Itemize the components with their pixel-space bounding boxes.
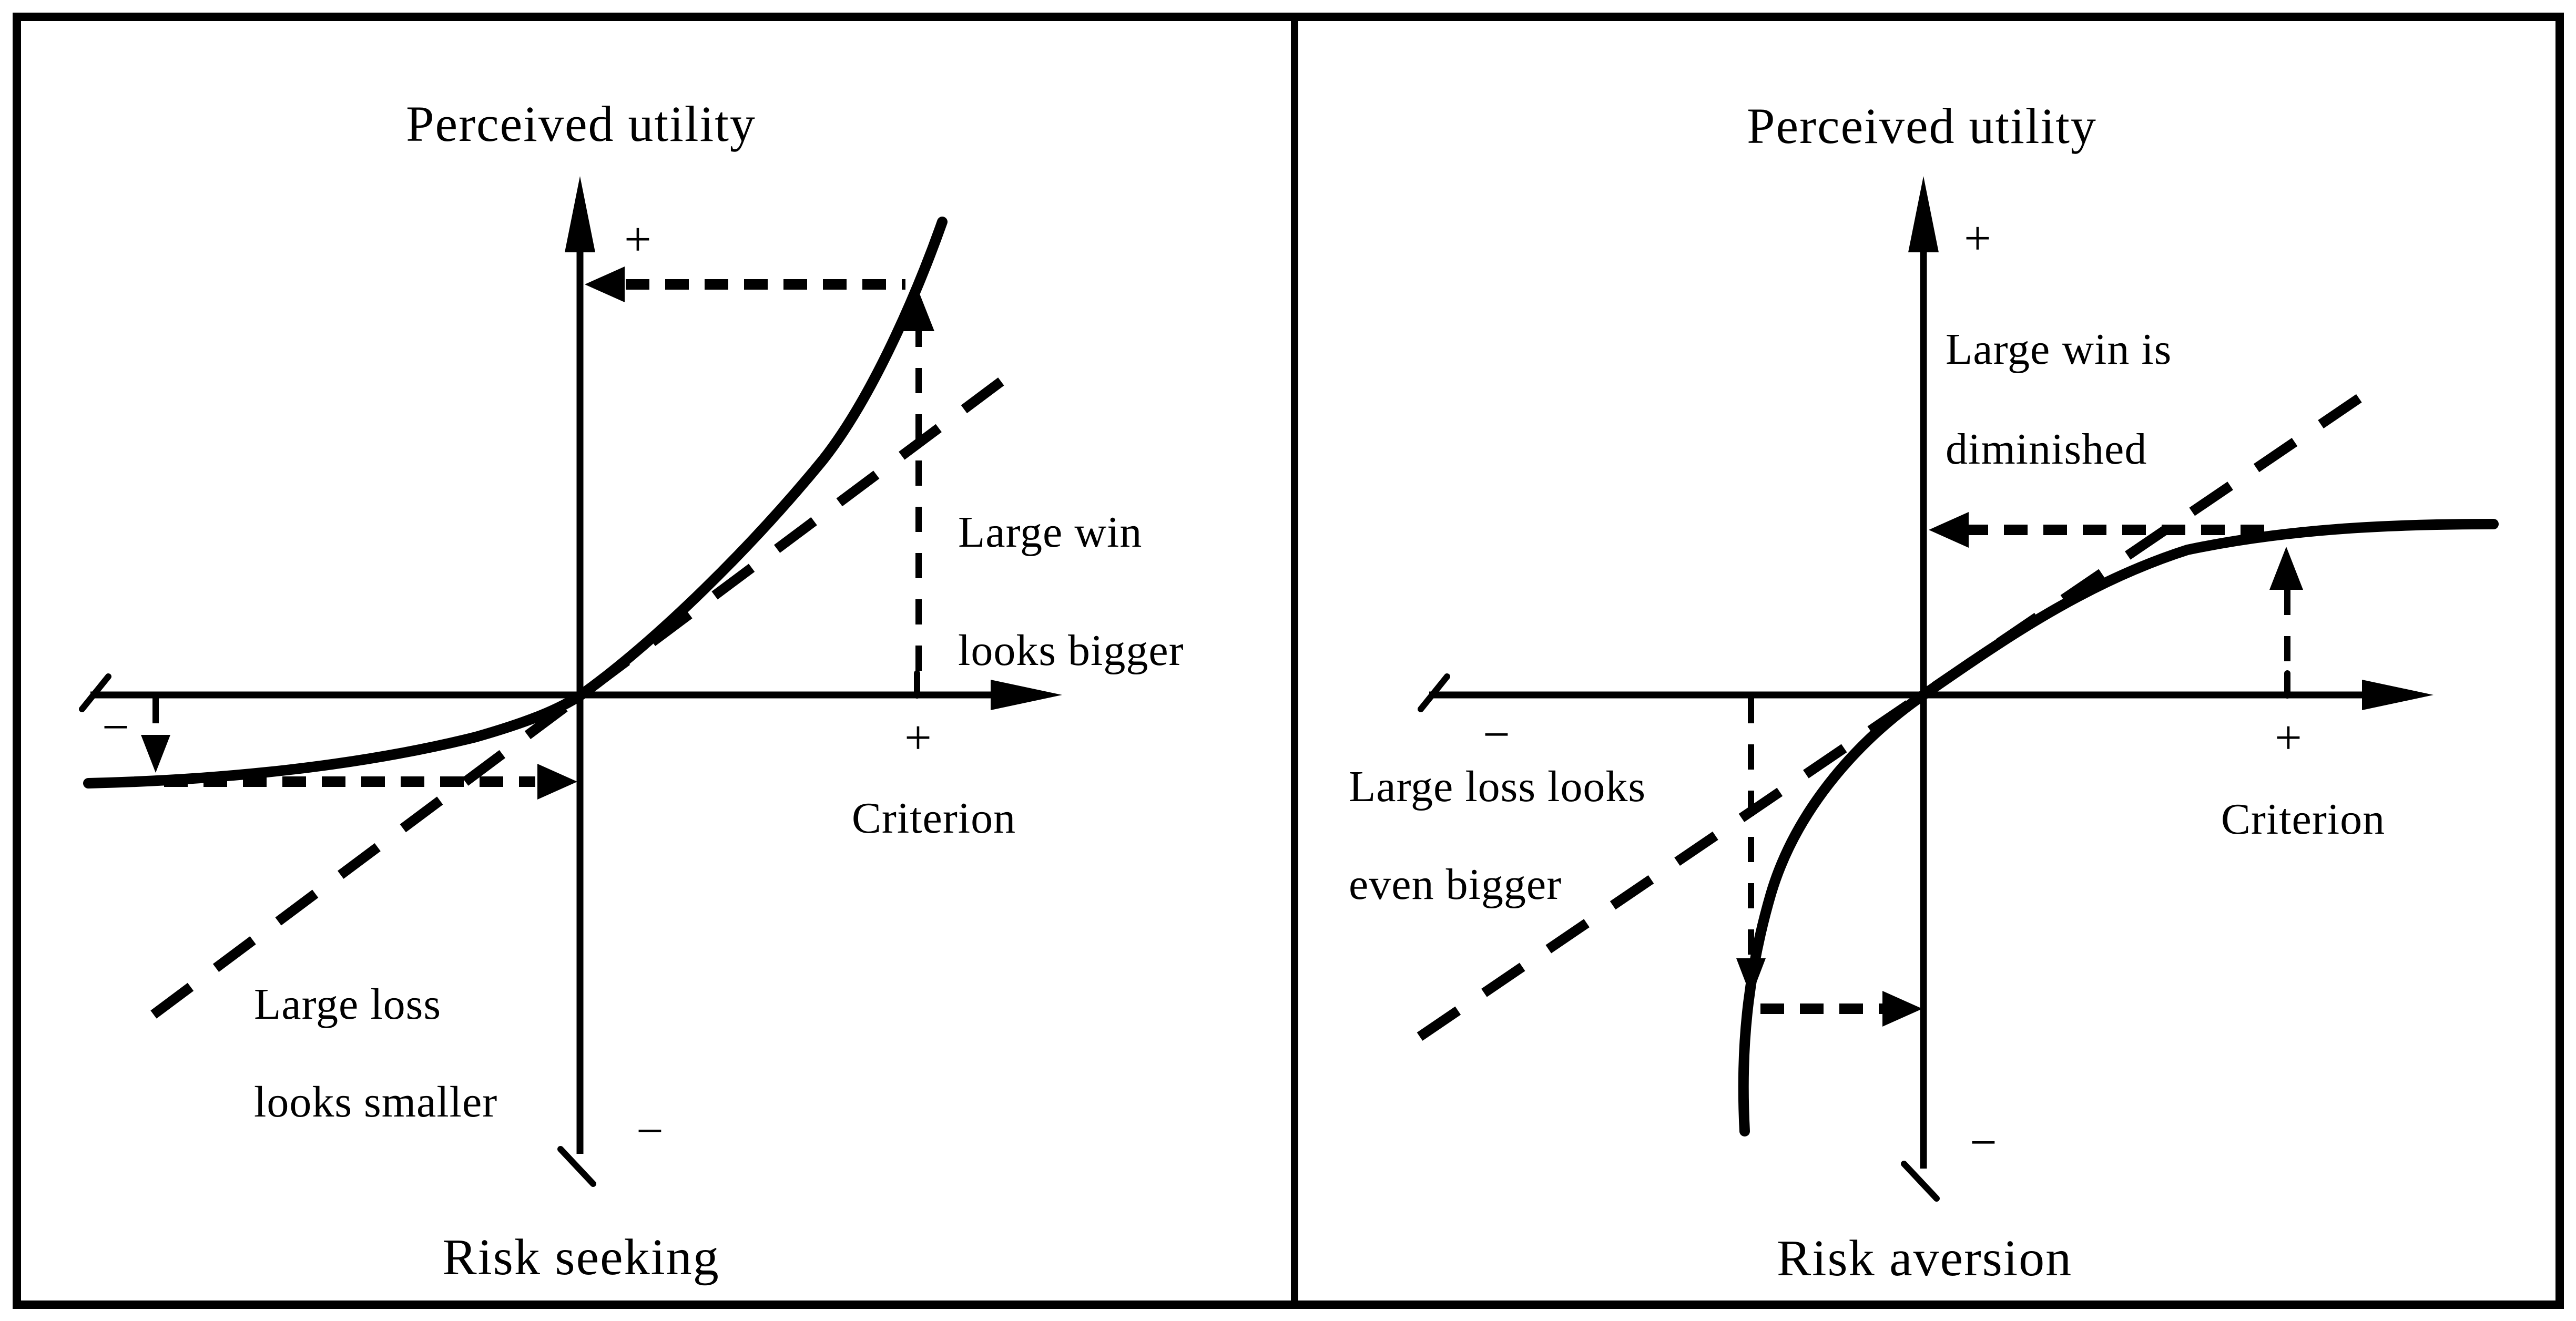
right-x-minus-sign: −	[1483, 708, 1510, 761]
left-panel-title: Perceived utility	[406, 96, 756, 152]
left-panel: Perceived utility + − + Criterion Large …	[79, 96, 1184, 1286]
left-x-axis-end-tick	[79, 673, 111, 712]
right-y-minus-sign: −	[1970, 1115, 1997, 1169]
right-x-axis-arrowhead	[2362, 680, 2434, 710]
right-utility-curve	[1738, 519, 2499, 1136]
left-gain-arrowhead-left	[585, 267, 625, 302]
right-gain-note-line2: diminished	[1946, 425, 2147, 474]
right-panel-title: Perceived utility	[1747, 98, 2097, 154]
left-x-minus-sign: −	[102, 700, 129, 754]
left-loss-arrowhead-down	[141, 735, 170, 773]
right-x-axis-label: Criterion	[2221, 795, 2385, 844]
left-y-axis-arrowhead	[565, 176, 595, 252]
right-y-plus-sign: +	[1964, 211, 1991, 265]
left-y-axis-end-tick	[557, 1146, 596, 1187]
right-panel-caption: Risk aversion	[1777, 1230, 2072, 1287]
left-loss-note-line2: looks smaller	[254, 1078, 497, 1127]
right-loss-note-line2: even bigger	[1349, 860, 1562, 909]
right-y-axis-end-tick	[1901, 1161, 1940, 1202]
right-y-axis-arrowhead	[1908, 176, 1939, 252]
left-gain-note-line2: looks bigger	[958, 626, 1184, 675]
right-loss-note-line1: Large loss looks	[1349, 762, 1646, 811]
right-gain-arrowhead-left	[1929, 512, 1969, 548]
right-gain-arrowhead-up	[2269, 547, 2303, 590]
left-y-plus-sign: +	[624, 212, 651, 266]
left-x-axis-arrowhead	[991, 680, 1062, 710]
left-panel-caption: Risk seeking	[442, 1229, 720, 1286]
left-x-plus-sign: +	[904, 711, 932, 764]
right-x-plus-sign: +	[2275, 711, 2302, 764]
left-loss-note-line1: Large loss	[254, 980, 441, 1029]
right-panel: Perceived utility + Large win is diminis…	[1349, 98, 2499, 1287]
right-x-axis-end-tick	[1418, 673, 1450, 712]
left-gain-note-line1: Large win	[958, 508, 1142, 557]
left-y-minus-sign: −	[636, 1104, 664, 1158]
right-loss-arrowhead-down	[1736, 958, 1766, 997]
left-loss-arrowhead-right	[537, 764, 577, 800]
left-gain-arrowhead-up	[901, 289, 934, 331]
figure-border	[13, 13, 2564, 1309]
left-linear-reference-line	[150, 366, 1020, 1019]
left-utility-curve	[83, 217, 948, 788]
left-x-axis-label: Criterion	[852, 794, 1016, 843]
right-loss-arrowhead-right	[1882, 991, 1922, 1027]
right-gain-note-line1: Large win is	[1946, 325, 2172, 374]
